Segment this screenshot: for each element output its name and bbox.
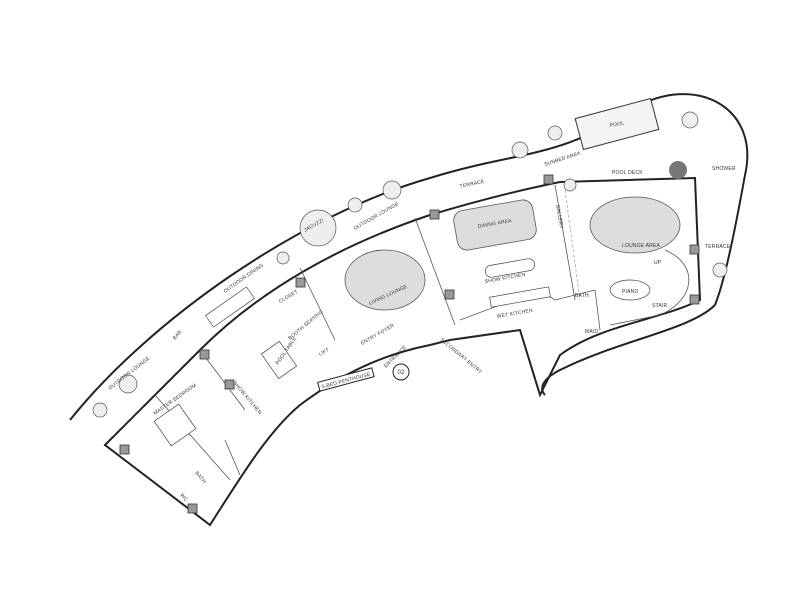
label-sunbed-area: SUNBED AREA xyxy=(544,150,582,168)
label-lounge-area: LOUNGE AREA xyxy=(622,243,661,249)
master-bed xyxy=(153,403,197,447)
label-up: UP xyxy=(654,260,662,266)
building-envelope xyxy=(103,176,702,527)
label-piano: PIANO xyxy=(622,289,639,295)
wet-kitchen-counter xyxy=(489,286,551,308)
label-shower: SHOWER xyxy=(712,166,736,172)
label-wet-kitchen: WET KITCHEN xyxy=(496,308,533,320)
outdoor-dining-table xyxy=(205,286,255,328)
planters xyxy=(92,111,728,418)
pool xyxy=(574,97,660,151)
level-number: 02 xyxy=(397,370,405,376)
level-marker xyxy=(392,363,410,381)
lounge-area-rug xyxy=(589,196,681,254)
jacuzzi xyxy=(299,209,337,247)
spiral-stair xyxy=(609,249,690,326)
label-bath-right: BATH xyxy=(575,293,589,299)
piano xyxy=(609,279,651,301)
label-secondary-entry: SECONDARY ENTRY xyxy=(439,337,484,376)
label-dining-area: DINING AREA xyxy=(477,218,512,230)
label-bath-left: BATH xyxy=(193,470,207,485)
columns xyxy=(119,174,700,514)
pool-table xyxy=(260,340,298,380)
label-closet: CLOSET xyxy=(278,289,299,305)
label-entry-foyer: ENTRY FOYER xyxy=(360,323,396,347)
gallery-line xyxy=(564,189,581,301)
room-labels: OUTDOOR DINING OUTDOOR LOUNGE BAR CLOSET… xyxy=(108,121,736,504)
label-pool: POOL xyxy=(609,121,625,129)
label-gallery: GALLERY xyxy=(554,204,564,230)
label-maid: MAID xyxy=(585,329,598,335)
show-kitchen-island xyxy=(484,258,536,278)
label-wc: WC xyxy=(178,492,188,503)
label-terrace-right: TERRACE xyxy=(705,244,731,250)
label-terrace-top: TERRACE xyxy=(459,179,485,190)
dining-table-area xyxy=(453,199,537,251)
label-stair: STAIR xyxy=(652,303,668,309)
label-lift: LIFT xyxy=(318,347,331,358)
unit-name-tag xyxy=(317,367,375,392)
shower-planter xyxy=(669,161,687,179)
label-bar: BAR xyxy=(172,329,184,341)
label-pool-deck: POOL DECK xyxy=(612,170,643,176)
living-lounge-rug xyxy=(344,249,426,311)
